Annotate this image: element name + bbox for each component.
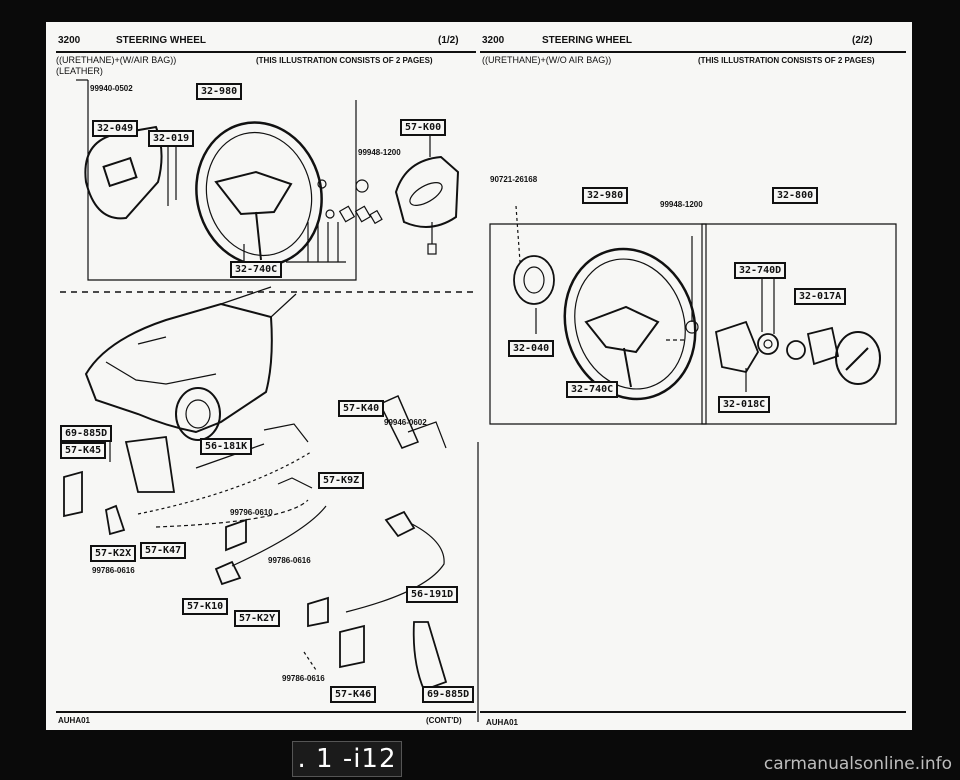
right-header-rule	[480, 51, 906, 53]
part-code-label: 56-181K	[200, 438, 253, 455]
part-code-label: 32-040	[508, 340, 555, 357]
part-code-label: 32-740C	[230, 261, 283, 278]
page-number-bar: . 1 -i12	[292, 741, 402, 777]
part-number-label: 99948-1200	[358, 148, 401, 157]
part-code-label: 32-019	[148, 130, 195, 147]
part-code-label: 57-K46	[330, 686, 377, 703]
left-page-indicator: (1/2)	[438, 35, 459, 46]
right-variant: ((URETHANE)+(W/O AIR BAG))	[482, 55, 612, 65]
part-code-label: 32-800	[772, 187, 819, 204]
part-number-label: 99948-1200	[660, 200, 703, 209]
right-section-title: STEERING WHEEL	[542, 35, 633, 46]
part-number-label: 99786-0616	[92, 566, 135, 575]
part-code-label: 57-K2Y	[234, 610, 281, 627]
left-section-title: STEERING WHEEL	[116, 35, 207, 46]
manual-sheet: 3200 STEERING WHEEL (1/2) 3200 STEERING …	[46, 22, 912, 730]
right-section-number: 3200	[482, 35, 505, 46]
left-variant: ((URETHANE)+(W/AIR BAG))	[56, 55, 177, 65]
left-variant-leather: (LEATHER)	[56, 66, 103, 76]
part-code-label: 69-885D	[422, 686, 475, 703]
part-code-label: 69-885D	[60, 425, 113, 442]
part-code-label: 32-980	[582, 187, 629, 204]
part-code-label: 57-K00	[400, 119, 447, 136]
part-number-label: 99940-0502	[90, 84, 133, 93]
part-code-label: 32-017A	[794, 288, 847, 305]
part-number-label: 99786-0616	[282, 674, 325, 683]
continued-mark: (CONT'D)	[426, 716, 462, 725]
left-footer-code: AUHA01	[58, 716, 91, 725]
part-code-label: 32-740C	[566, 381, 619, 398]
part-code-label: 32-018C	[718, 396, 771, 413]
part-number-label: 99796-0610	[230, 508, 273, 517]
part-number-label: 99946-0602	[384, 418, 427, 427]
part-code-label: 57-K45	[60, 442, 107, 459]
part-code-label: 32-740D	[734, 262, 787, 279]
part-code-label: 57-K47	[140, 542, 187, 559]
left-pages-note: (THIS ILLUSTRATION CONSISTS OF 2 PAGES)	[256, 56, 433, 65]
part-code-label: 57-K40	[338, 400, 385, 417]
part-code-label: 57-K9Z	[318, 472, 365, 489]
left-header-rule	[56, 51, 476, 53]
part-code-label: 32-049	[92, 120, 139, 137]
right-pages-note: (THIS ILLUSTRATION CONSISTS OF 2 PAGES)	[698, 56, 875, 65]
exploded-diagram	[56, 79, 906, 722]
part-number-label: 99786-0616	[268, 556, 311, 565]
part-number-label: 90721-26168	[490, 175, 538, 184]
part-code-label: 32-980	[196, 83, 243, 100]
right-footer-code: AUHA01	[486, 718, 519, 727]
right-page-indicator: (2/2)	[852, 35, 873, 46]
part-code-label: 57-K2X	[90, 545, 137, 562]
part-code-label: 57-K10	[182, 598, 229, 615]
watermark: carmanualsonline.info	[763, 754, 952, 774]
left-section-number: 3200	[58, 35, 81, 46]
part-code-label: 56-191D	[406, 586, 459, 603]
page-number: . 1 -i12	[297, 744, 397, 774]
